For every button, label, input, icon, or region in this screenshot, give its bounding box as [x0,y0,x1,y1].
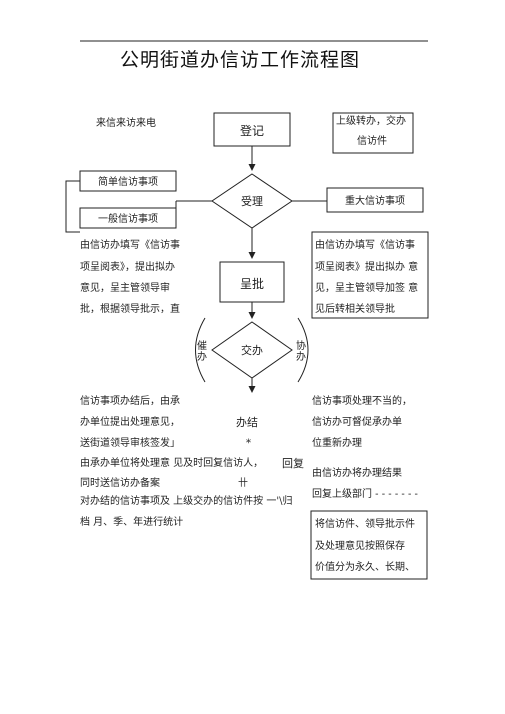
supervise-label-1: 催 [197,339,207,352]
supervise-bracket [195,317,206,383]
right-note-line-3: 见，呈主管领导加签 意 [315,283,419,294]
archive-box-line-1: 将信访件、领导批示件 [315,519,415,530]
assist-bracket [297,317,309,383]
submit-node-box [219,261,285,303]
archive-line-2: 档 月、季、年进行统计 [80,517,184,528]
simple-category-label: 简单信访事项 [98,175,158,188]
right-note-line-1: 由信访办填写《信访事 [315,240,415,251]
reply-line-1-tail: 回复 [282,457,304,470]
major-category-label: 重大信访事项 [345,194,405,207]
assign-node-label: 交办 [241,343,263,357]
right-note-box [311,231,429,319]
left-note-line-3: 意见，呈主管领导审 [80,283,170,294]
completion-right-line-3: 位重新办理 [312,438,362,449]
assist-label-1: 协 [296,339,306,352]
right-source-line-1: 上级转办，交办 [336,116,406,127]
left-note-line-2: 项呈阅表》，提出拟办 [80,262,175,273]
archive-box-line-3: 价值分为永久、长期、 [315,562,415,573]
completion-center-mark: * [246,438,251,449]
completion-left-line-1: 信访事项办结后，由承 [80,396,180,407]
accept-node-label: 受理 [241,195,263,208]
right-note-line-4: 见后转相关领导批 [315,304,395,315]
completion-left-line-2: 办单位提出处理意见， [80,417,180,428]
supervise-label-2: 办 [197,350,207,363]
right-source-line-2: 信访件 [357,136,387,147]
register-node-label: 登记 [240,123,264,138]
reply-right-line-2: 回复上级部门 - - - - - - - [312,489,418,500]
reply-right-line-1: 由信访办将办理结果 [312,468,402,479]
higher-level-source-box [332,112,414,154]
left-note-line-1: 由信访办填写《信访事 [80,240,180,251]
assist-label-2: 办 [296,350,306,363]
archive-box-line-2: 及处理意见按照保存 [315,541,405,552]
left-source-label: 来信来访来电 [96,118,156,129]
completion-left-line-3: 送街道领导审核签发」 [80,438,180,449]
reply-line-2: 同时送信访办备案 [80,478,160,489]
left-note-line-4: 批，根据领导批示，直 [80,304,180,315]
submit-node-label: 呈批 [240,276,264,291]
reply-line-2-mark: 卄 [238,478,248,489]
archive-line-1: 对办结的信访事项及 上级交办的信访件按 一'\归 [80,496,293,507]
general-category-label: 一般信访事项 [98,212,158,225]
category-bracket [65,180,80,233]
page-title: 公明街道办信访工作流程图 [120,49,361,71]
right-note-line-2: 项呈阅表》提出拟办 意 [315,262,419,273]
completion-right-line-1: 信访事项处理不当的， [312,396,412,407]
completion-center-label: 办结 [236,416,258,429]
completion-right-line-2: 信访办可督促承办单 [312,417,402,428]
archive-box [310,510,428,580]
reply-line-1: 由承办单位将处理意 见及时回复信访人， [80,458,264,469]
major-category-box [326,187,424,213]
